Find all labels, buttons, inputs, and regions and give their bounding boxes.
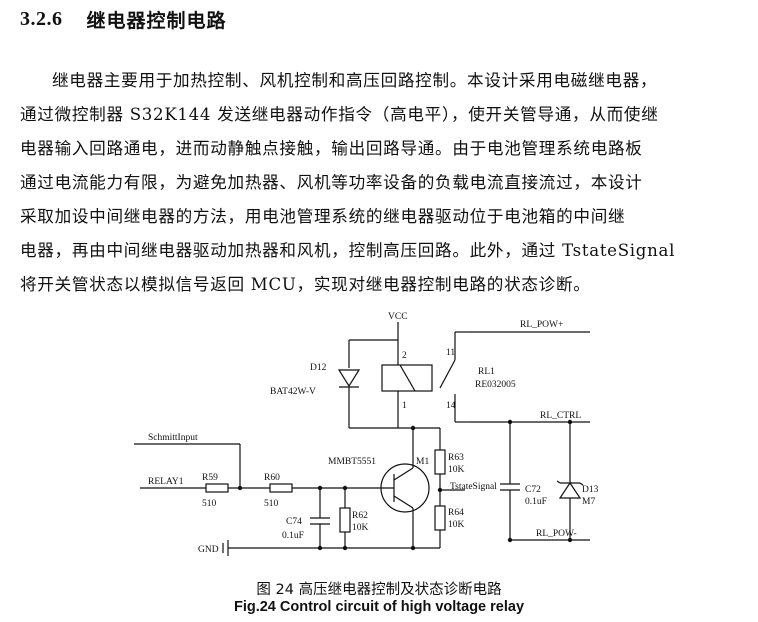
circuit-diagram: VCC RL_POW+ 11 2 D12 BAT42W-V RL1 RE0320…: [134, 312, 599, 556]
r60-value: 510: [264, 499, 279, 509]
circuit-junctions: [237, 419, 573, 551]
d13-part-label: M7: [582, 497, 595, 507]
m1-label: M1: [416, 457, 429, 467]
c72-label: C72: [525, 485, 541, 495]
r63-value: 10K: [448, 465, 465, 475]
c74-label: C74: [286, 517, 302, 527]
rl-pow-pos-label: RL_POW+: [520, 320, 563, 330]
rl-pow-neg-label: RL_POW-: [536, 529, 577, 539]
schmitt-input-label: SchmittInput: [148, 433, 198, 443]
section-title: 继电器控制电路: [86, 9, 227, 32]
figure-caption-cn: 图 24 高压继电器控制及状态诊断电路: [256, 582, 502, 598]
r63-label: R63: [448, 453, 464, 463]
pin1-label: 1: [402, 401, 407, 411]
paragraph-line: 通过微控制器 S32K144 发送继电器动作指令（高电平），使开关管导通，从而使…: [20, 105, 659, 124]
section-number: 3.2.6: [20, 7, 63, 30]
r60-label: R60: [264, 473, 280, 483]
pin2-label: 2: [402, 351, 407, 361]
d13-label: D13: [582, 485, 599, 495]
pin11-label: 11: [446, 348, 455, 358]
pin14-label: 14: [446, 401, 456, 411]
circuit-figure: VCC RL_POW+ 11 2 D12 BAT42W-V RL1 RE0320…: [120, 310, 610, 580]
d12-part-label: BAT42W-V: [270, 387, 316, 397]
r64-value: 10K: [448, 520, 465, 530]
paragraph-line: 通过电流能力有限，为避免加热器、风机等功率设备的负载电流直接流过，本设计: [20, 173, 643, 192]
paragraph-line: 电器，再由中间继电器驱动加热器和风机，控制高压回路。此外，通过 TstateSi…: [20, 241, 676, 260]
rl-ctrl-label: RL_CTRL: [540, 411, 581, 421]
tstate-signal-label: TstateSignal: [450, 482, 497, 492]
gnd-label: GND: [198, 545, 219, 555]
paragraph-line: 电器输入回路通电，进而动静触点接触，输出回路导通。由于电池管理系统电路板: [20, 139, 643, 158]
r59-value: 510: [202, 499, 217, 509]
body-paragraph: 继电器主要用于加热控制、风机控制和高压回路控制。本设计采用电磁继电器， 通过微控…: [20, 64, 742, 302]
c72-value: 0.1uF: [525, 497, 547, 507]
rl1-part-label: RE032005: [475, 380, 516, 390]
vcc-label: VCC: [388, 312, 408, 322]
d12-label: D12: [310, 363, 327, 373]
c74-value: 0.1uF: [282, 531, 304, 541]
paragraph-line: 将开关管状态以模拟信号返回 MCU，实现对继电器控制电路的状态诊断。: [20, 275, 591, 294]
circuit-wires: [134, 322, 590, 556]
r59-label: R59: [202, 473, 218, 483]
section-heading: 3.2.6 继电器控制电路: [20, 4, 227, 34]
paragraph-line: 采取加设中间继电器的方法，用电池管理系统的继电器驱动位于电池箱的中间继: [20, 207, 626, 226]
r62-label: R62: [352, 511, 368, 521]
r64-label: R64: [448, 508, 464, 518]
r62-value: 10K: [352, 523, 369, 533]
rl1-label: RL1: [478, 367, 495, 377]
figure-caption-en: Fig.24 Control circuit of high voltage r…: [233, 599, 525, 615]
relay1-label: RELAY1: [148, 477, 184, 487]
mmbt5551-label: MMBT5551: [328, 457, 376, 467]
paragraph-line: 继电器主要用于加热控制、风机控制和高压回路控制。本设计采用电磁继电器，: [52, 71, 658, 90]
